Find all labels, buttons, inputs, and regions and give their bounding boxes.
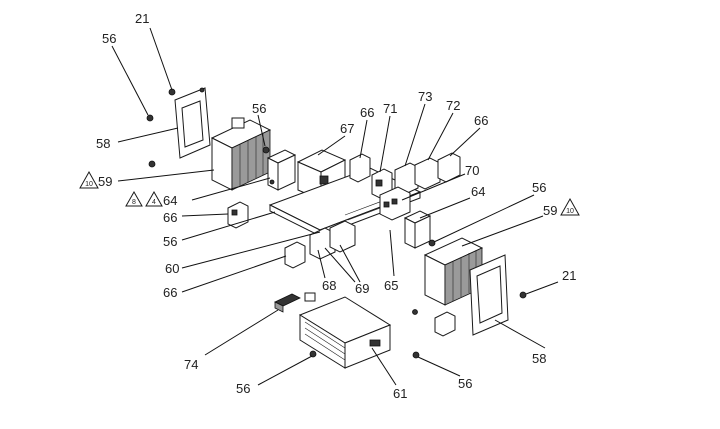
note-triangle-4 [145,190,163,207]
callout-64-right: 64 [471,184,485,199]
callout-21-top: 21 [135,11,149,26]
callout-56-right-top: 56 [532,180,546,195]
callout-66-bottom: 66 [163,285,177,300]
connector-68 [309,227,336,260]
callout-56-bottom-right: 56 [458,376,472,391]
terminal-block-70 [379,186,411,221]
note-triangle-8 [125,190,143,207]
callout-59-left: 59 [98,174,112,189]
bracket-72 [414,157,441,190]
clip-top-61 [304,292,316,302]
leader-lines [111,27,559,386]
note-triangle-left [79,170,99,189]
callout-61: 61 [393,386,407,401]
left-relay [266,149,297,191]
nut-56-bottom-left [309,350,317,358]
left-mounting-bracket [174,87,211,159]
terminal-clip-66-left [227,201,249,229]
screw-21-right [519,291,527,299]
nut-56-right-top [428,239,436,247]
callout-66-b: 66 [474,113,488,128]
callout-74: 74 [184,357,198,372]
callout-66-left: 66 [163,210,177,225]
callout-68: 68 [322,278,336,293]
callout-64-left: 64 [163,193,177,208]
callout-66-a: 66 [360,105,374,120]
callout-70: 70 [465,163,479,178]
right-mounting-bracket [469,254,509,336]
connector-74 [274,293,301,313]
callout-71: 71 [383,101,397,116]
nut-56-topleft [146,114,154,122]
callout-69: 69 [355,281,369,296]
terminal-block-71 [371,168,393,199]
nut-56-mid-top [262,146,270,154]
terminal-clip-66a [349,153,371,183]
note-8: 8 [132,199,136,206]
small-terminal-right [434,311,456,337]
callout-56-mid-top: 56 [252,101,266,116]
terminal-clip-66-bottom [284,241,306,269]
note-10-right: 10 [566,208,574,215]
callout-59-right: 59 [543,203,557,218]
callout-73: 73 [418,89,432,104]
note-10-left: 10 [85,181,93,188]
note-triangles [79,170,580,216]
nut-56-lower-left [148,160,156,168]
callout-58-right: 58 [532,351,546,366]
right-relay [403,210,432,249]
terminal-clip-66b [437,152,461,183]
callout-72: 72 [446,98,460,113]
nut-56-bottom-right [412,351,420,359]
callout-56-topleft: 56 [102,31,116,46]
callout-56-left: 56 [163,234,177,249]
note-4: 4 [152,199,156,206]
callout-60: 60 [165,261,179,276]
connector-69 [329,220,356,253]
callout-56-bottom-left: 56 [236,381,250,396]
power-supply-61 [298,296,392,369]
callout-58-left: 58 [96,136,110,151]
nut-right-lower [412,309,418,315]
note-triangle-right [560,197,580,216]
callout-65: 65 [384,278,398,293]
callout-67: 67 [340,121,354,136]
callout-21-right: 21 [562,268,576,283]
